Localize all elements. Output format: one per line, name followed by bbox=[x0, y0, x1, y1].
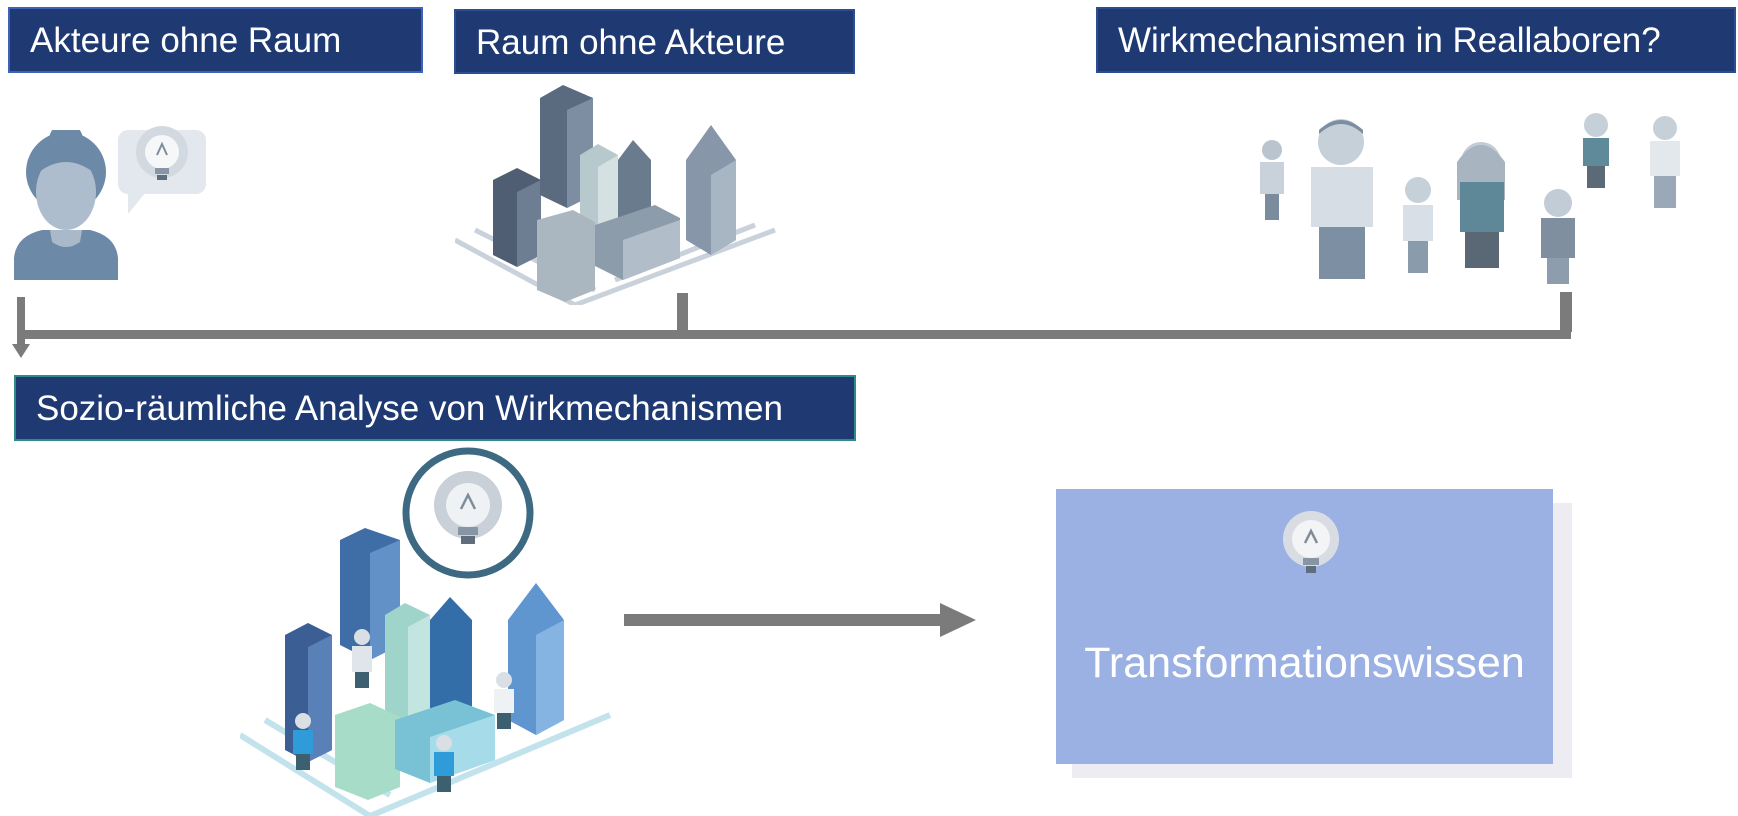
header-actors-without-space: Akteure ohne Raum bbox=[8, 7, 423, 73]
arrow-right-icon bbox=[624, 603, 976, 637]
lightbulb-ring-icon bbox=[402, 447, 534, 579]
result-label: Transformationswissen bbox=[1084, 639, 1525, 687]
city-blue-icon bbox=[240, 528, 612, 816]
result-box: Transformationswissen bbox=[1056, 489, 1553, 764]
lightbulb-icon bbox=[1283, 511, 1339, 573]
lightbulb-speech-icon bbox=[118, 126, 206, 214]
header-socio-spatial-analysis: Sozio-räumliche Analyse von Wirkmechanis… bbox=[14, 375, 856, 441]
header-mechanisms-question: Wirkmechanismen in Reallaboren? bbox=[1096, 7, 1736, 73]
woman-icon bbox=[14, 130, 118, 280]
city-grey-icon bbox=[455, 85, 776, 305]
people-group-icon bbox=[1260, 113, 1680, 284]
header-space-without-actors: Raum ohne Akteure bbox=[454, 9, 855, 74]
